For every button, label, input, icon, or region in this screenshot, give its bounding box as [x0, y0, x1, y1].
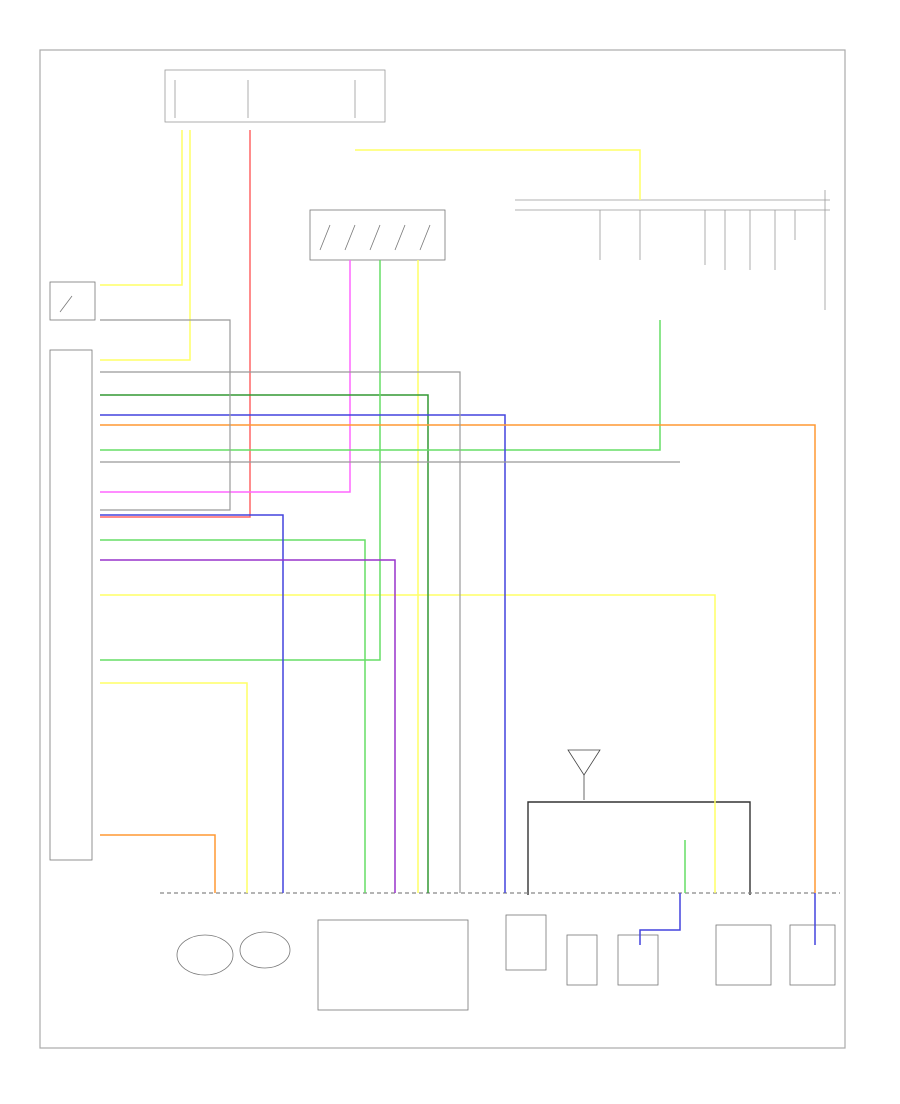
brake-switch — [49, 281, 96, 321]
wire-gray-2 — [100, 319, 231, 511]
bottom-components — [176, 914, 836, 1011]
wire-yellow-2 — [100, 130, 191, 361]
transmission-range-switch — [309, 209, 446, 261]
wire-pink — [100, 260, 351, 493]
wire-orange-2 — [100, 834, 216, 893]
wire-orange-1 — [100, 424, 816, 893]
wire-green-2 — [100, 320, 661, 451]
wire-green-1 — [100, 394, 429, 893]
wire-yellow-1 — [100, 130, 183, 286]
wire-yellow-4 — [100, 594, 716, 893]
wire-blue-2 — [100, 514, 284, 893]
wire-green-3 — [100, 539, 366, 893]
wire-yellow-5 — [100, 682, 248, 893]
wire-violet — [100, 559, 396, 893]
relay-module — [515, 190, 830, 310]
fuse-block — [164, 69, 386, 123]
wire-gray-1 — [100, 371, 461, 893]
wire-yellow-3 — [355, 149, 641, 200]
ground-bus — [527, 801, 751, 895]
wire-green-4 — [100, 260, 381, 661]
wire-red — [100, 130, 251, 518]
ground-symbol — [567, 749, 601, 800]
transmission-control-module — [49, 349, 93, 861]
wire-blue-3 — [639, 893, 681, 945]
wire-blue-1 — [100, 414, 506, 893]
diagram-border — [39, 49, 846, 1049]
